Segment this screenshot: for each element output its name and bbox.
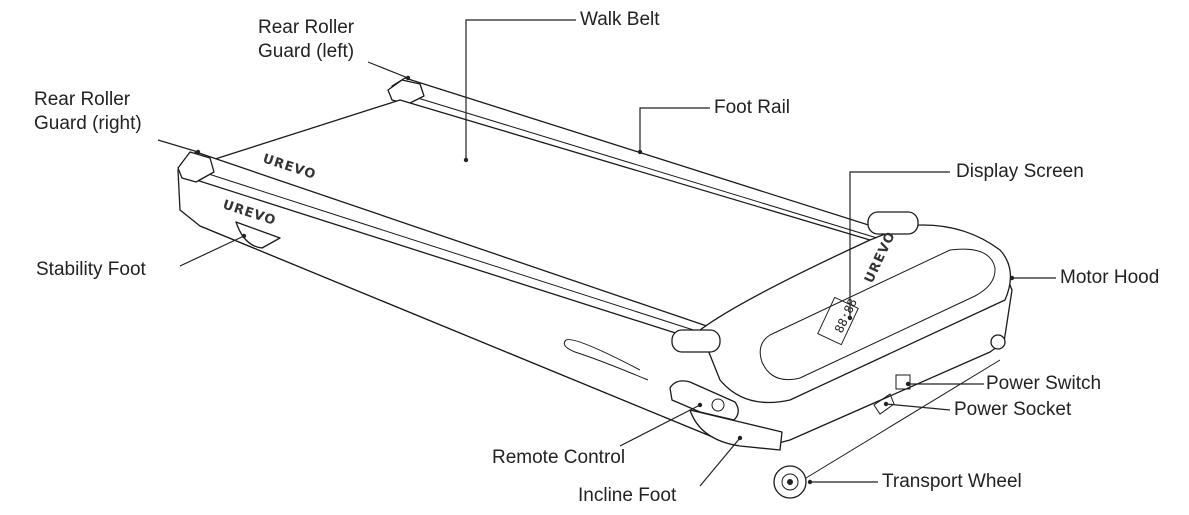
power-socket-graphic (873, 393, 895, 415)
display-panel (759, 248, 996, 381)
label-foot-rail: Foot Rail (714, 97, 791, 118)
label-power-socket: Power Socket (954, 399, 1072, 420)
power-switch-graphic (895, 374, 911, 390)
rear-wheel (990, 334, 1006, 350)
rear-handle (867, 211, 919, 235)
label-motor-hood: Motor Hood (1060, 267, 1160, 288)
label-walk-belt: Walk Belt (580, 9, 660, 30)
label-power-switch: Power Switch (986, 373, 1102, 394)
rear-roller-guard-right (177, 151, 215, 183)
label-transport-wheel: Transport Wheel (882, 471, 1022, 492)
leader-lines (157, 19, 1056, 487)
label-remote-control: Remote Control (492, 447, 626, 468)
rear-roller-guard-left (387, 79, 425, 105)
front-handle (671, 329, 721, 353)
label-rear-roller-guard-right: Rear Roller Guard (right) (34, 89, 142, 134)
label-incline-foot: Incline Foot (578, 485, 677, 506)
incline-foot (689, 409, 783, 451)
label-rear-roller-guard-left: Rear Roller Guard (left) (258, 17, 355, 62)
stability-foot (235, 221, 281, 249)
label-display-screen: Display Screen (956, 161, 1084, 182)
label-stability-foot: Stability Foot (36, 259, 146, 280)
